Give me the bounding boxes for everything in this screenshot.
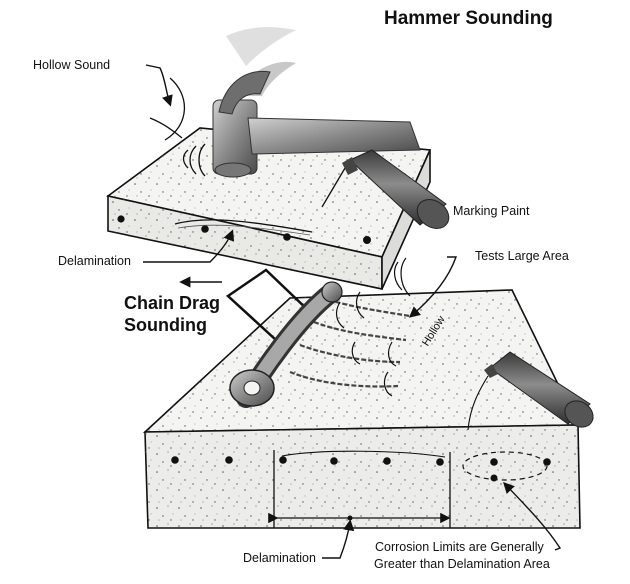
sound-waves-top [149, 77, 206, 177]
chain-drag-title-line1: Chain Drag [124, 293, 221, 313]
leader-lines [143, 64, 562, 559]
rebar-dot [283, 233, 291, 241]
corrosion-label-line1: Corrosion Limits are Generally [375, 540, 544, 554]
rebar-dot [330, 457, 338, 465]
rebar-dot [201, 225, 209, 233]
rebar-dot [363, 236, 371, 244]
tests-large-area-label: Tests Large Area [475, 249, 569, 263]
chain-drag-tool-icon [225, 268, 343, 408]
rebar-dot [225, 456, 233, 464]
marking-paint-label: Marking Paint [453, 204, 530, 218]
hammer-icon [212, 27, 421, 178]
marking-paint-can-icon [342, 149, 450, 229]
rebar-dot [279, 456, 287, 464]
hammer-sounding-title: Hammer Sounding [384, 8, 553, 29]
chain-drag-title-line2: Sounding [124, 315, 207, 335]
rebar-dot [171, 456, 179, 464]
bottom-slab [142, 289, 581, 529]
corrosion-label-line2: Greater than Delamination Area [374, 557, 550, 571]
marking-paint-can-icon [467, 351, 594, 431]
rebar-dot [543, 458, 551, 466]
delamination-label-bottom: Delamination [243, 551, 316, 565]
delamination-crack [281, 450, 446, 458]
delamination-label-top: Delamination [58, 254, 131, 268]
sound-waves-bottom [335, 257, 411, 397]
rebar-dot [436, 458, 444, 466]
rebar-dot [117, 215, 125, 223]
rebar-dot [490, 458, 498, 466]
delamination-crack [174, 219, 313, 233]
rebar-dot [383, 457, 391, 465]
hollow-sound-label: Hollow Sound [33, 58, 111, 72]
corrosion-zone [462, 451, 548, 481]
